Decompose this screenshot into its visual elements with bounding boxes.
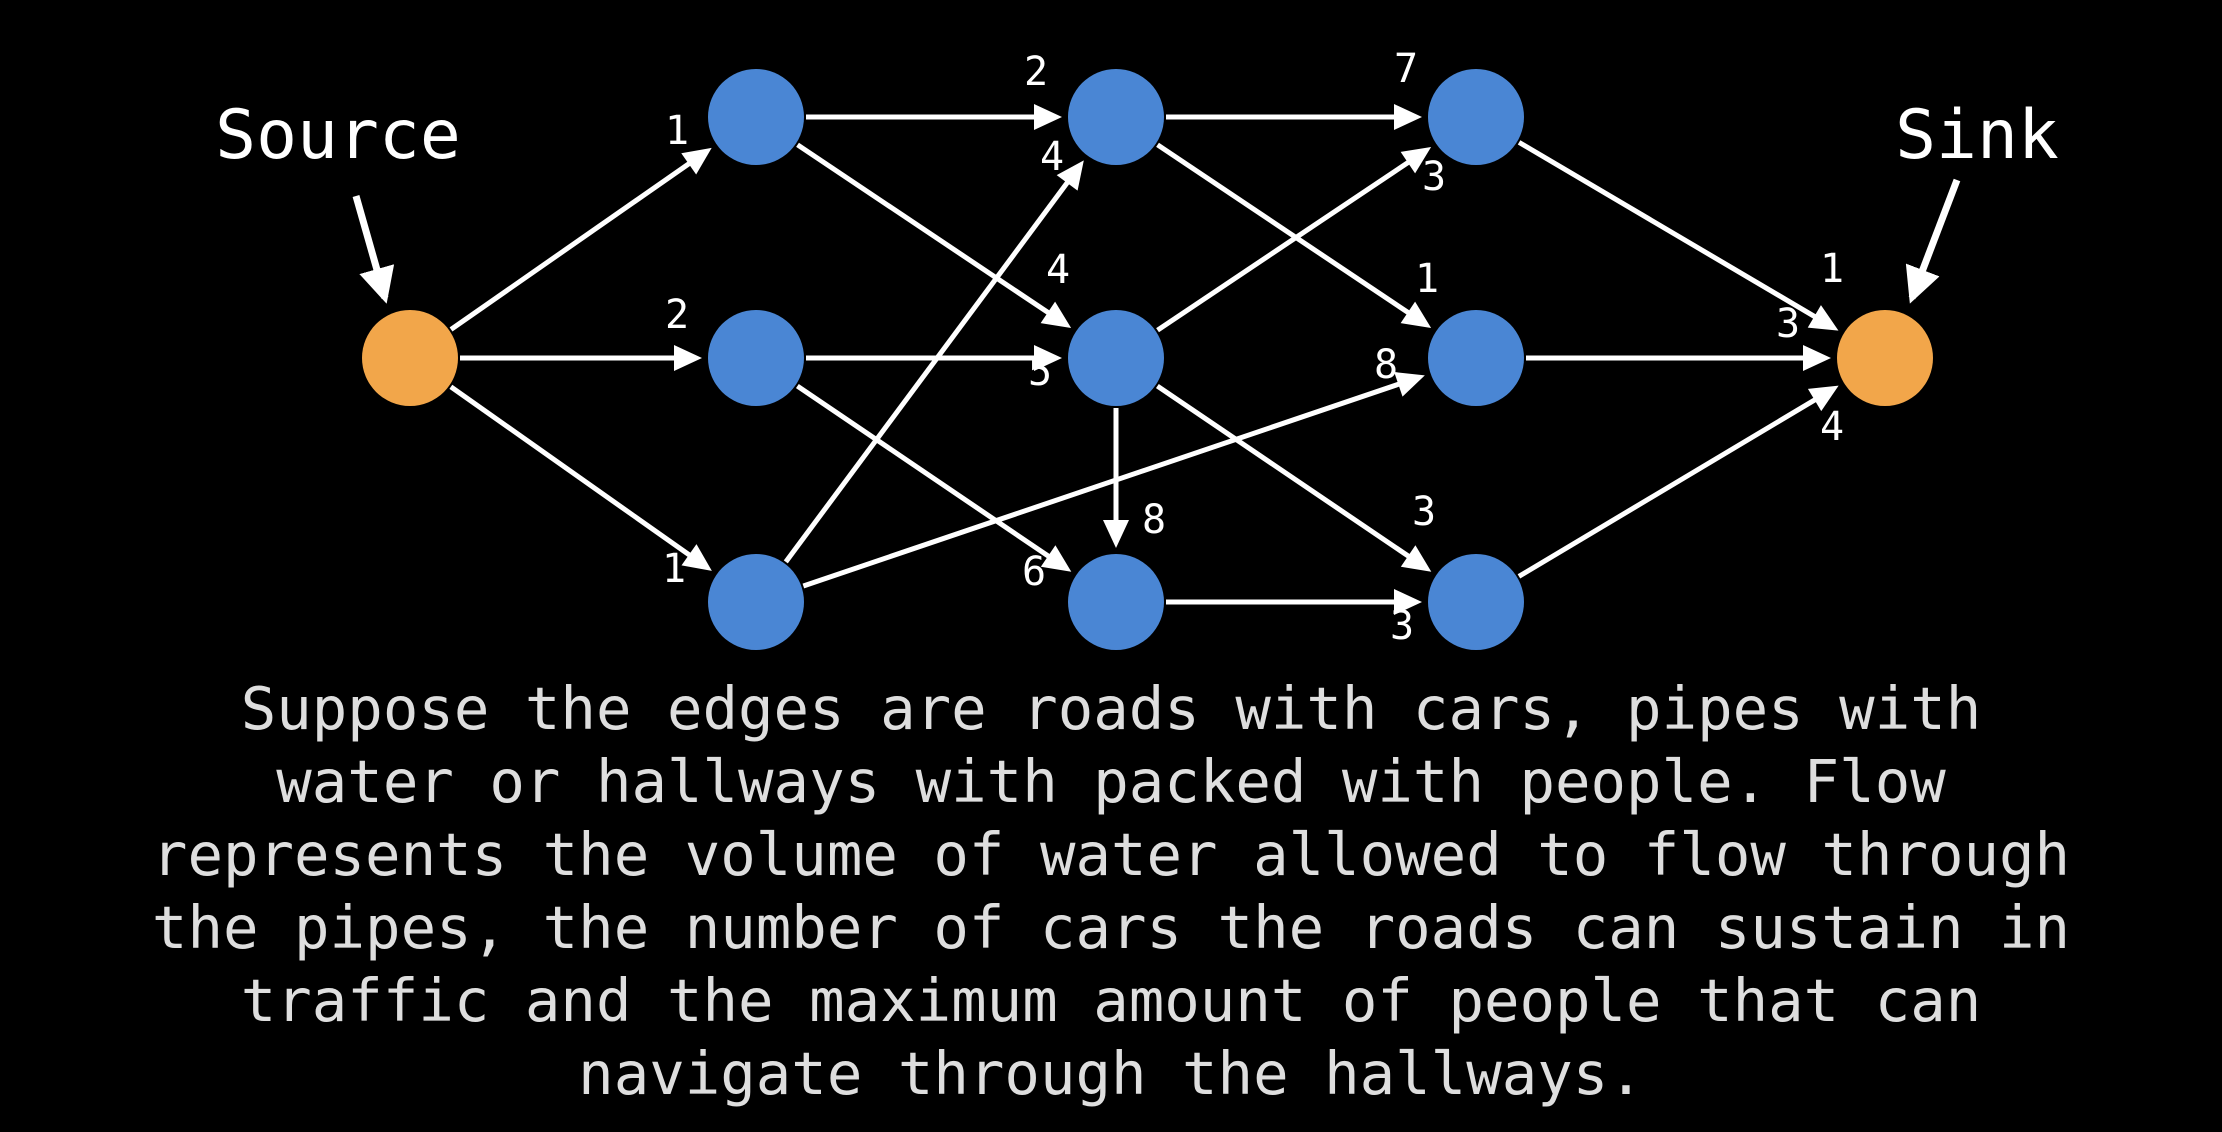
arrowhead-a1-b2 [1040, 301, 1072, 328]
arrowhead-b2-c3 [1400, 545, 1432, 572]
caption: Suppose the edges are roads with cars, p… [60, 672, 2162, 1110]
node-a1 [708, 69, 804, 165]
source-pointer-arrow [352, 195, 395, 304]
nodes [362, 69, 1933, 650]
arrowhead-b1-c2 [1400, 301, 1432, 328]
capacity-label-c3-t: 4 [1820, 404, 1844, 450]
capacity-label-a1-b2: 4 [1046, 247, 1070, 293]
capacity-label-a2-b2: 5 [1028, 349, 1052, 395]
edge-a3-c2 [802, 380, 1405, 589]
arrowhead-b2-c1 [1400, 147, 1432, 174]
capacity-label-b2-c3: 3 [1412, 489, 1436, 535]
capacity-label-a1-b1: 2 [1024, 49, 1048, 95]
sink-pointer-arrow [1905, 178, 1961, 304]
arrowhead-c2-t [1803, 345, 1831, 371]
caption-line: Suppose the edges are roads with cars, p… [240, 674, 1982, 743]
capacity-label-b2-b3: 8 [1142, 497, 1166, 543]
node-a2 [708, 310, 804, 406]
edge-c3-t [1517, 394, 1822, 579]
capacity-label-b1-c2: 1 [1415, 256, 1439, 302]
capacity-label-b1-c1: 7 [1394, 46, 1418, 92]
arrowhead-b1-c1 [1394, 104, 1422, 130]
edge-b2-c3 [1155, 383, 1415, 562]
arrowhead-a1-b1 [1034, 104, 1062, 130]
arrowhead-a3-b1 [1056, 160, 1084, 191]
capacity-label-s-a2: 2 [665, 292, 689, 338]
caption-line: represents the volume of water allowed t… [151, 820, 2071, 889]
source-title: Source [215, 96, 461, 175]
capacity-label-a3-b1: 4 [1040, 134, 1064, 180]
caption-line: traffic and the maximum amount of people… [240, 966, 1982, 1035]
edge-s-a1 [449, 158, 696, 332]
edge-c1-t [1517, 140, 1821, 322]
sink-title: Sink [1895, 96, 2059, 175]
sink-node [1837, 310, 1933, 406]
edge-a3-b1 [783, 176, 1073, 564]
capacity-label-c2-t: 3 [1776, 301, 1800, 347]
node-c1 [1428, 69, 1524, 165]
arrowhead-c1-t [1807, 305, 1839, 331]
edge-a2-b3 [795, 383, 1055, 562]
arrowhead-a2-b3 [1040, 545, 1072, 572]
node-c3 [1428, 554, 1524, 650]
arrowhead-a3-c2 [1394, 372, 1425, 397]
arrowhead-c3-t [1807, 385, 1839, 412]
caption-line: navigate through the hallways. [578, 1039, 1644, 1108]
source-node [362, 310, 458, 406]
arrowhead-s-a3 [681, 544, 712, 571]
arrowhead-b2-b3 [1103, 520, 1129, 548]
arrowhead-s-a1 [681, 147, 712, 175]
caption-line: the pipes, the number of cars the roads … [151, 893, 2071, 962]
node-b3 [1068, 554, 1164, 650]
capacity-label-b3-c3: 3 [1390, 603, 1414, 649]
arrowhead-s-a2 [674, 345, 702, 371]
node-a3 [708, 554, 804, 650]
arrowhead-a2-b2 [1034, 345, 1062, 371]
node-b1 [1068, 69, 1164, 165]
capacity-label-c1-t: 1 [1820, 246, 1844, 292]
capacity-label-b2-c1: 3 [1422, 154, 1446, 200]
edges [449, 104, 1839, 615]
capacity-label-a3-c2: 8 [1374, 342, 1398, 388]
edge-s-a3 [449, 384, 696, 561]
edge-a1-b2 [796, 142, 1055, 318]
capacity-label-a2-b3: 6 [1022, 549, 1046, 595]
edge-b2-c1 [1156, 157, 1415, 333]
capacity-label-s-a1: 1 [665, 108, 689, 154]
arrowhead-b3-c3 [1394, 589, 1422, 615]
node-c2 [1428, 310, 1524, 406]
capacity-label-s-a3: 1 [662, 546, 686, 592]
caption-line: water or hallways with packed with peopl… [276, 747, 1946, 816]
node-b2 [1068, 310, 1164, 406]
edge-b1-c2 [1156, 142, 1415, 318]
